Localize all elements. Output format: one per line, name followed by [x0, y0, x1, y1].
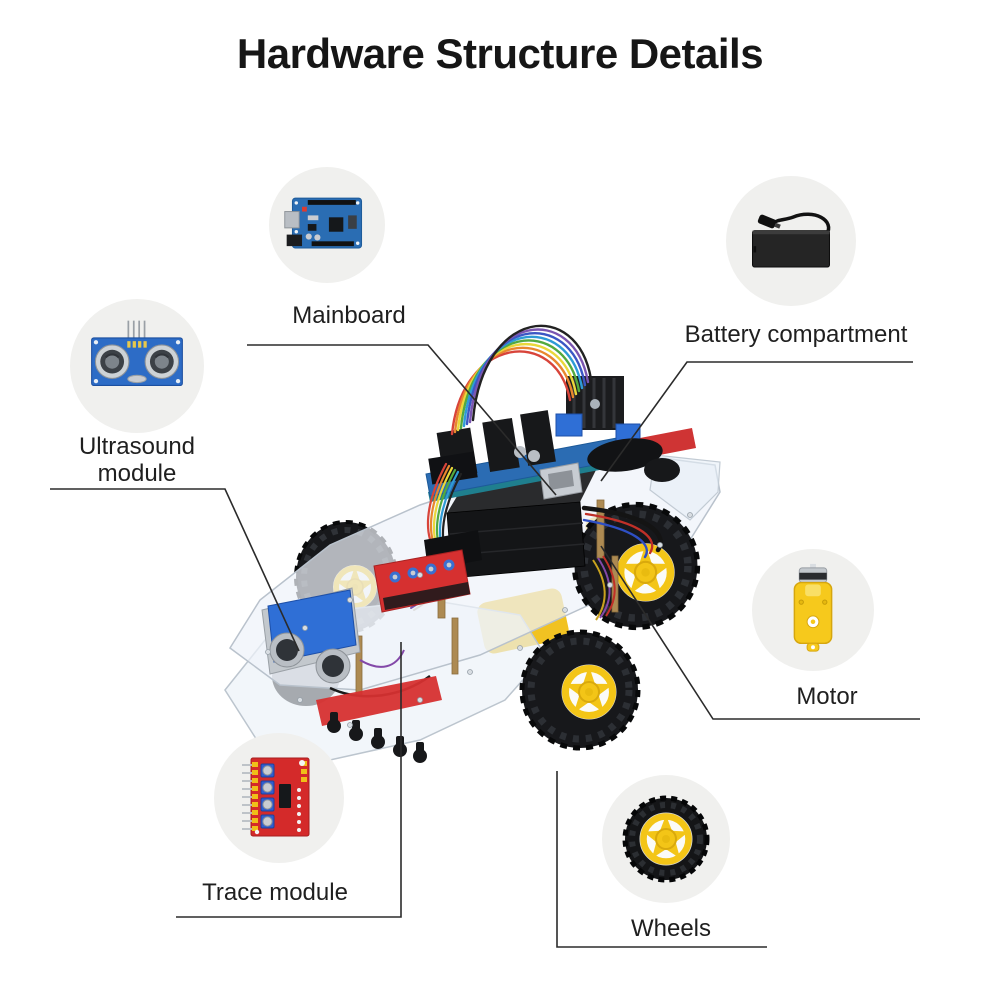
arduino-mainboard-icon [284, 197, 363, 249]
trace-label: Trace module [202, 879, 348, 906]
battery-label: Battery compartment [684, 321, 908, 348]
wheels-callout-line [556, 771, 767, 948]
motor-callout-line [600, 545, 920, 720]
robot-car-photo [224, 324, 721, 763]
page-title: Hardware Structure Details [236, 30, 764, 77]
mainboard-label: Mainboard [292, 302, 406, 329]
mainboard-callout-line [247, 344, 557, 496]
battery-callout-line [600, 361, 913, 482]
tt-gear-motor-icon [793, 563, 833, 652]
mainboard-thumbnail [269, 167, 385, 283]
ultrasonic-sensor-icon [91, 320, 183, 386]
ultrasound-thumbnail [70, 299, 204, 433]
ultrasound-callout-line [50, 488, 300, 652]
trace-thumbnail [214, 733, 344, 863]
ultrasound-label: Ultrasound module [78, 433, 196, 487]
battery-pack-icon [752, 212, 831, 268]
wheels-label: Wheels [630, 915, 712, 942]
trace-callout-line [176, 642, 402, 918]
motor-thumbnail [752, 549, 874, 671]
battery-thumbnail [726, 176, 856, 306]
trace-module-board-icon [242, 757, 310, 837]
motor-label: Motor [796, 683, 858, 710]
wheels-thumbnail [602, 775, 730, 903]
wheel-icon [622, 795, 710, 883]
callout-lines [50, 344, 920, 948]
